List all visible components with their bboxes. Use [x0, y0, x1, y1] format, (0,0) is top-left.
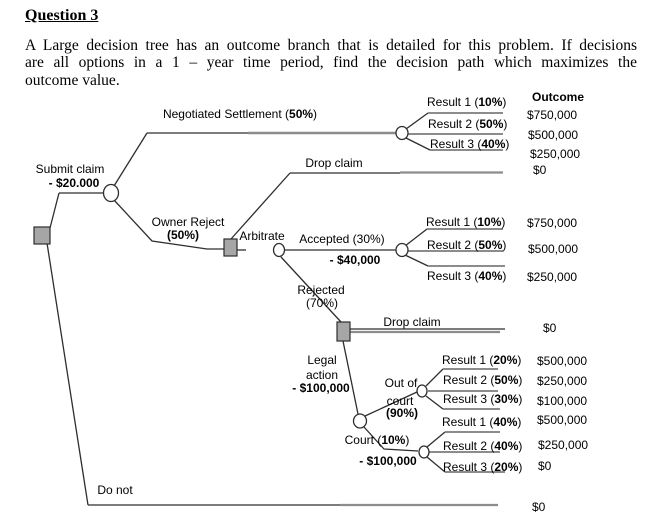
result-label-court-3: Result 3 (20%)	[443, 460, 522, 474]
branch-label-negotiated-settlement: Negotiated Settlement (50%)	[163, 107, 317, 121]
chance-node-legal-action	[352, 413, 368, 429]
outcome-value-negotiated-3: $250,000	[530, 147, 580, 161]
result-label-out_of_court-2: Result 2 (50%)	[443, 373, 522, 387]
branch-label-submit-claim: Submit claim	[36, 162, 105, 176]
branch-label-out-of-court-2: court	[387, 394, 414, 408]
chance-node-submit-claim	[102, 183, 120, 203]
result-label-negotiated-3: Result 3 (40%)	[430, 137, 509, 151]
chance-node-out-of-court-results	[416, 384, 428, 398]
branch-cost-legal-action: - $100,000	[292, 381, 350, 395]
result-label-out_of_court-3: Result 3 (30%)	[443, 392, 522, 406]
branch-label-legal-action-1: Legal	[307, 353, 336, 367]
outcome-value-do-not: $0	[532, 500, 546, 514]
branch-label-do-not: Do not	[97, 483, 133, 497]
outcome-value-drop-claim-mid: $0	[543, 321, 557, 335]
branch-line-court	[363, 426, 419, 452]
result-branch-diagonal-accepted-3	[404, 254, 429, 267]
branch-line-submit-claim-diagonal	[49, 192, 60, 229]
decision-node-legal-or-drop	[336, 321, 351, 342]
outcome-value-court-3: $0	[538, 459, 552, 473]
branch-cost-accepted: - $40,000	[330, 253, 381, 267]
result-branch-diagonal-negotiated-1	[405, 112, 429, 130]
branch-label-out-of-court-1: Out of	[385, 376, 418, 390]
outcome-value-accepted-3: $250,000	[527, 270, 577, 284]
branch-line-negotiated-diagonal	[113, 132, 148, 187]
outcome-column-header: Outcome	[532, 90, 584, 104]
result-branch-diagonal-out_of_court-1	[425, 368, 444, 387]
branch-line-drop-claim-top-diagonal	[230, 172, 291, 240]
branch-label-legal-action-2: action	[306, 368, 338, 382]
result-branch-diagonal-out_of_court-3	[425, 395, 444, 410]
chance-node-court-results	[418, 445, 430, 459]
question-title: Question 3	[25, 7, 99, 24]
branch-label-rejected: Rejected	[297, 283, 344, 297]
branch-label-owner-reject: Owner Reject	[152, 215, 225, 229]
result-label-court-2: Result 2 (40%)	[443, 439, 522, 453]
branch-line-owner-reject	[113, 199, 224, 250]
result-label-accepted-2: Result 2 (50%)	[427, 238, 506, 252]
branch-label-court: Court (10%)	[345, 433, 410, 447]
branch-label-drop-claim-top: Drop claim	[305, 156, 362, 170]
branch-label-arbitrate: Arbitrate	[239, 229, 285, 243]
result-label-out_of_court-1: Result 1 (20%)	[442, 353, 521, 367]
chance-node-accepted-results	[395, 242, 409, 258]
question-text-line-3: outcome value.	[25, 71, 120, 89]
outcome-value-drop-claim-top: $0	[533, 163, 547, 177]
outcome-value-court-1: $500,000	[537, 413, 587, 427]
outcome-value-negotiated-1: $750,000	[527, 108, 577, 122]
outcome-value-out_of_court-3: $100,000	[537, 394, 587, 408]
branch-line-legal-action	[342, 340, 359, 415]
question-text-line-2: are all options in a 1 – year time perio…	[25, 54, 637, 72]
branch-line-do-not-diagonal	[46, 242, 89, 506]
branch-cost-submit-claim: - $20.000	[49, 176, 100, 190]
branch-line-rejected	[280, 256, 342, 323]
result-label-negotiated-1: Result 1 (10%)	[427, 95, 506, 109]
result-label-accepted-3: Result 3 (40%)	[427, 269, 506, 283]
result-branch-diagonal-court-1	[426, 431, 446, 448]
branch-label-drop-claim-mid: Drop claim	[383, 315, 440, 329]
outcome-value-accepted-2: $500,000	[528, 242, 578, 256]
chance-node-negotiated-results	[395, 125, 409, 141]
outcome-value-negotiated-2: $500,000	[528, 128, 578, 142]
result-branch-diagonal-negotiated-3	[405, 137, 431, 151]
branch-prob-rejected: (70%)	[306, 296, 338, 310]
branch-prob-owner-reject: (50%)	[167, 228, 199, 242]
result-branch-diagonal-court-3	[426, 456, 446, 473]
question-text-line-1: A Large decision tree has an outcome bra…	[25, 37, 637, 54]
outcome-value-out_of_court-1: $500,000	[537, 354, 587, 368]
outcome-value-court-2: $250,000	[538, 438, 588, 452]
result-branch-diagonal-accepted-1	[404, 228, 428, 247]
decision-node-arbitrate-or-drop	[223, 238, 238, 257]
branch-cost-court: - $100,000	[359, 454, 417, 468]
branch-prob-out-of-court: (90%)	[386, 406, 418, 420]
result-label-negotiated-2: Result 2 (50%)	[428, 117, 507, 131]
result-label-court-1: Result 1 (40%)	[442, 415, 521, 429]
question-block: Question 3 A Large decision tree has an …	[25, 6, 637, 89]
outcome-value-out_of_court-2: $250,000	[537, 374, 587, 388]
branch-line-out-of-court	[364, 391, 418, 417]
outcome-value-accepted-1: $750,000	[527, 216, 577, 230]
result-label-accepted-1: Result 1 (10%)	[426, 215, 505, 229]
decision-node-root	[33, 226, 51, 245]
chance-node-arbitrate	[272, 242, 286, 258]
question-text: A Large decision tree has an outcome bra…	[25, 37, 637, 89]
branch-label-accepted: Accepted (30%)	[299, 232, 384, 246]
